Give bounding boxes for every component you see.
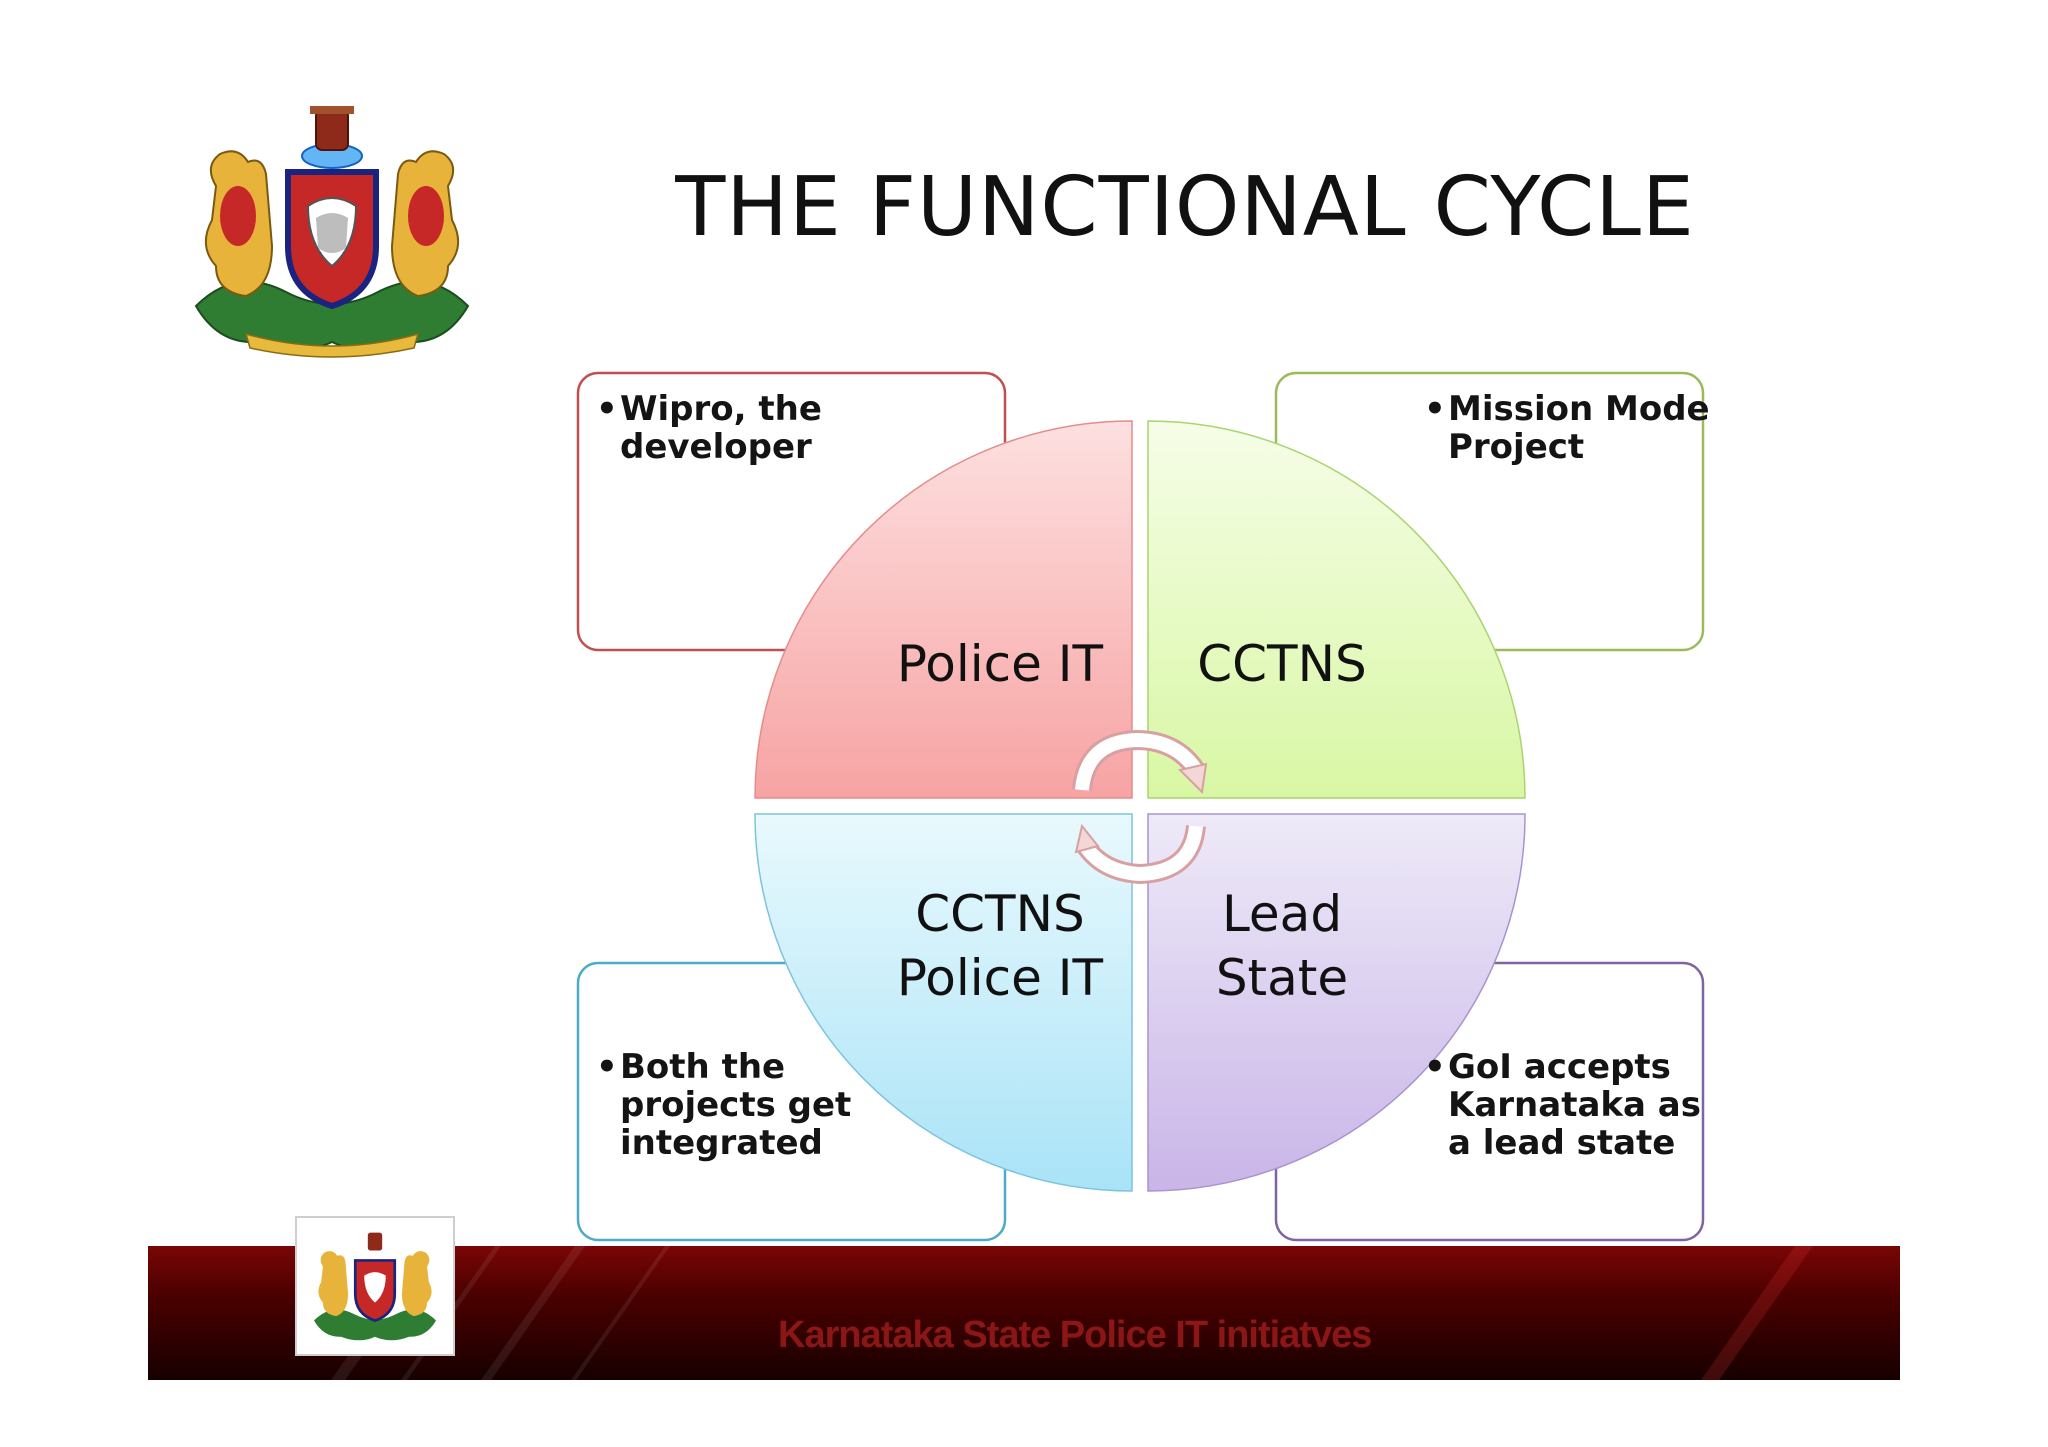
quadrant-bottom-right: [1147, 813, 1526, 1192]
bullet-dot: •: [1424, 389, 1446, 429]
quadrant-bottom-left: [754, 813, 1133, 1192]
quadrant-label-top-left: Police IT: [850, 632, 1150, 696]
quadrant-label-bottom-left: CCTNS Police IT: [850, 882, 1150, 1010]
state-emblem-small-icon: [313, 1232, 437, 1341]
quadrant-label-top-right: CCTNS: [1132, 632, 1432, 696]
quadrant-label-line: State: [1215, 949, 1349, 1007]
circular-arrows-icon: [1072, 729, 1208, 885]
quadrant-label-line: Lead: [1221, 885, 1343, 943]
quadrant-label-bottom-right: Lead State: [1132, 882, 1432, 1010]
footer-caption: Karnataka State Police IT initiatves: [778, 1314, 1372, 1356]
callout-text-top-right: •Mission Mode Project: [1424, 390, 1718, 466]
quadrant-label-line: CCTNS: [915, 885, 1085, 943]
callout-text-bottom-right: •GoI accepts Karnataka as a lead state: [1424, 1048, 1718, 1162]
bullet-dot: •: [596, 1047, 618, 1087]
quadrant-label-line: Police IT: [896, 949, 1104, 1007]
quadrant-top-right: [1147, 420, 1526, 799]
callout-label: Mission Mode Project: [1448, 389, 1710, 467]
state-emblem-logo: [194, 106, 470, 358]
callout-text-top-left: •Wipro, the developer: [596, 390, 840, 466]
bullet-dot: •: [1424, 1047, 1446, 1087]
callout-text-bottom-left: •Both the projects get integrated: [596, 1048, 870, 1162]
quadrant-label-line: Police IT: [896, 635, 1104, 693]
bullet-dot: •: [596, 389, 618, 429]
callout-label: Both the projects get integrated: [620, 1047, 852, 1163]
callout-label: GoI accepts Karnataka as a lead state: [1448, 1047, 1701, 1163]
quadrant-top-left: [754, 420, 1133, 799]
quadrant-label-line: CCTNS: [1197, 635, 1367, 693]
callout-label: Wipro, the developer: [620, 389, 822, 467]
footer-logo: [295, 1216, 455, 1356]
page-title: THE FUNCTIONAL CYCLE: [675, 160, 1695, 255]
